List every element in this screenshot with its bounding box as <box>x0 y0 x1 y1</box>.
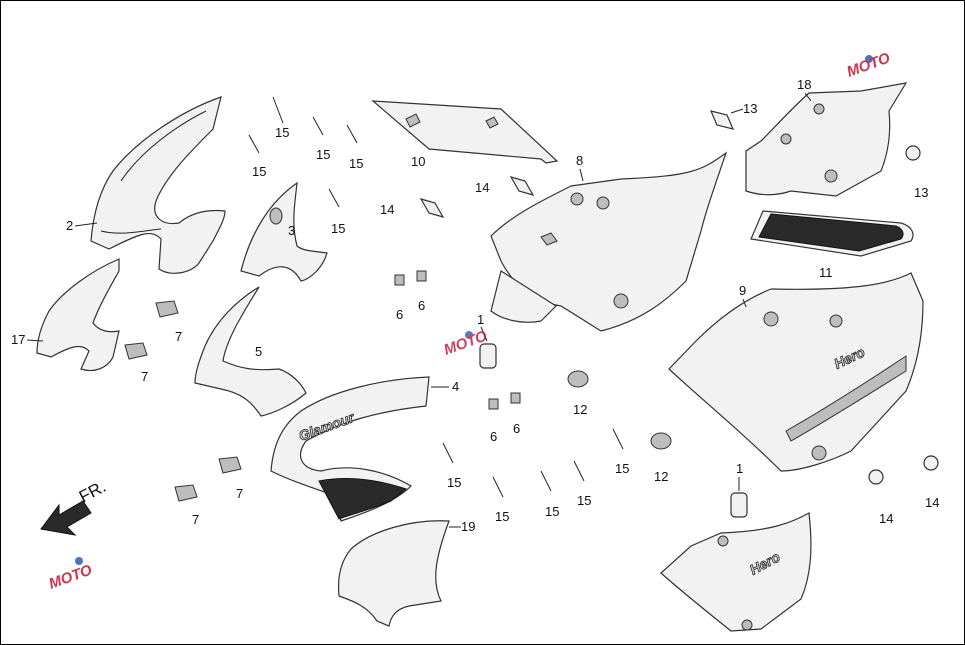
callout-15g: 15 <box>495 509 509 524</box>
part-7-clips <box>124 300 242 502</box>
callout-5: 5 <box>255 344 262 359</box>
callout-15f: 15 <box>447 475 461 490</box>
callout-14b: 14 <box>380 202 394 217</box>
part-10-cover-plate <box>371 100 559 164</box>
part-9-side-cover: Hero <box>668 272 924 472</box>
callout-18: 19 <box>461 519 475 534</box>
callout-7d: 7 <box>236 486 243 501</box>
part-18-panel <box>337 520 450 627</box>
part-1-spacers <box>479 343 748 518</box>
callout-2: 2 <box>66 218 73 233</box>
callout-9: 9 <box>739 283 746 298</box>
part-4-side-panel: Glamour <box>270 376 430 522</box>
callout-15i: 15 <box>577 493 591 508</box>
callout-labels: 2 17 3 5 4 19 10 8 18 13 13 11 9 1 1 14 … <box>11 77 939 534</box>
callout-1a: 1 <box>477 312 484 327</box>
callout-8: 8 <box>576 153 583 168</box>
callout-15d: 15 <box>349 156 363 171</box>
part-8-side-cover <box>490 151 728 332</box>
callout-4: 4 <box>452 379 459 394</box>
part-19-lower-cover: Hero <box>660 512 812 632</box>
callout-10: 10 <box>411 154 425 169</box>
callout-15j: 15 <box>615 461 629 476</box>
callout-12b: 12 <box>654 469 668 484</box>
callout-15a: 15 <box>275 125 289 140</box>
callout-6b: 6 <box>418 298 425 313</box>
part-17-bracket <box>745 82 908 197</box>
part-12-grommets <box>567 370 672 450</box>
callout-13b: 13 <box>914 185 928 200</box>
part-2-front-shroud <box>90 96 226 274</box>
callout-14d: 14 <box>925 495 939 510</box>
callout-3: 3 <box>288 223 295 238</box>
part-6-nuts <box>394 270 521 410</box>
watermark-bottom-left: MOTO <box>47 557 95 593</box>
callout-6a: 6 <box>396 307 403 322</box>
callout-15c: 15 <box>316 147 330 162</box>
gear-icon <box>865 55 873 63</box>
callout-11: 11 <box>819 265 833 280</box>
callout-14a: 14 <box>475 180 489 195</box>
part-15-screws <box>248 96 624 498</box>
callout-1b: 1 <box>736 461 743 476</box>
callout-16: 17 <box>11 332 25 347</box>
callout-14c: 14 <box>879 511 893 526</box>
callout-15h: 15 <box>545 504 559 519</box>
gear-icon <box>75 557 83 565</box>
front-arrow-icon <box>40 500 92 536</box>
callout-15e: 15 <box>331 221 345 236</box>
part-13-14-bolts <box>419 110 939 485</box>
callout-13a: 13 <box>743 101 757 116</box>
front-direction-indicator: FR. <box>40 477 109 536</box>
callout-15b: 15 <box>252 164 266 179</box>
part-11-pad <box>750 210 914 257</box>
part-5-frame <box>194 286 307 417</box>
watermark-text-3: MOTO <box>47 561 95 592</box>
callout-6c: 6 <box>490 429 497 444</box>
watermark-text-1: MOTO <box>845 49 893 80</box>
part-16-shroud <box>36 258 120 372</box>
part-3-bracket <box>240 181 328 282</box>
callout-7b: 7 <box>141 369 148 384</box>
callout-6d: 6 <box>513 421 520 436</box>
watermark-top-right: MOTO <box>845 49 893 80</box>
callout-12a: 12 <box>573 402 587 417</box>
callout-7a: 7 <box>175 329 182 344</box>
callout-17: 18 <box>797 77 811 92</box>
callout-7c: 7 <box>192 512 199 527</box>
gear-icon <box>465 331 473 339</box>
